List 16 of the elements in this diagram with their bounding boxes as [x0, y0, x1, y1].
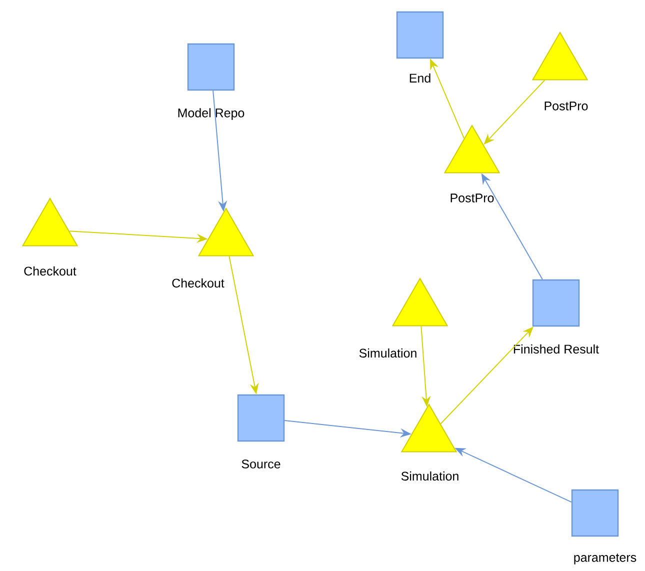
node-label: Model Repo [178, 108, 244, 120]
node-label: parameters [574, 554, 636, 564]
node-label: End [410, 73, 430, 83]
node-label: Finished Result [514, 344, 599, 354]
node-label: Simulation [401, 471, 458, 481]
node-label: Simulation [359, 348, 416, 358]
node-label: PostPro [450, 194, 494, 202]
node-label: Checkout [172, 278, 224, 288]
node-label: Source [242, 460, 280, 468]
square-node: Finished Result [514, 279, 599, 354]
square-node: End [396, 11, 444, 83]
square-node: parameters [571, 489, 636, 564]
node-label: PostPro [544, 102, 588, 110]
node-label: Checkout [24, 266, 76, 276]
square-node: Source [237, 394, 285, 468]
square-node: Model Repo [178, 43, 244, 120]
